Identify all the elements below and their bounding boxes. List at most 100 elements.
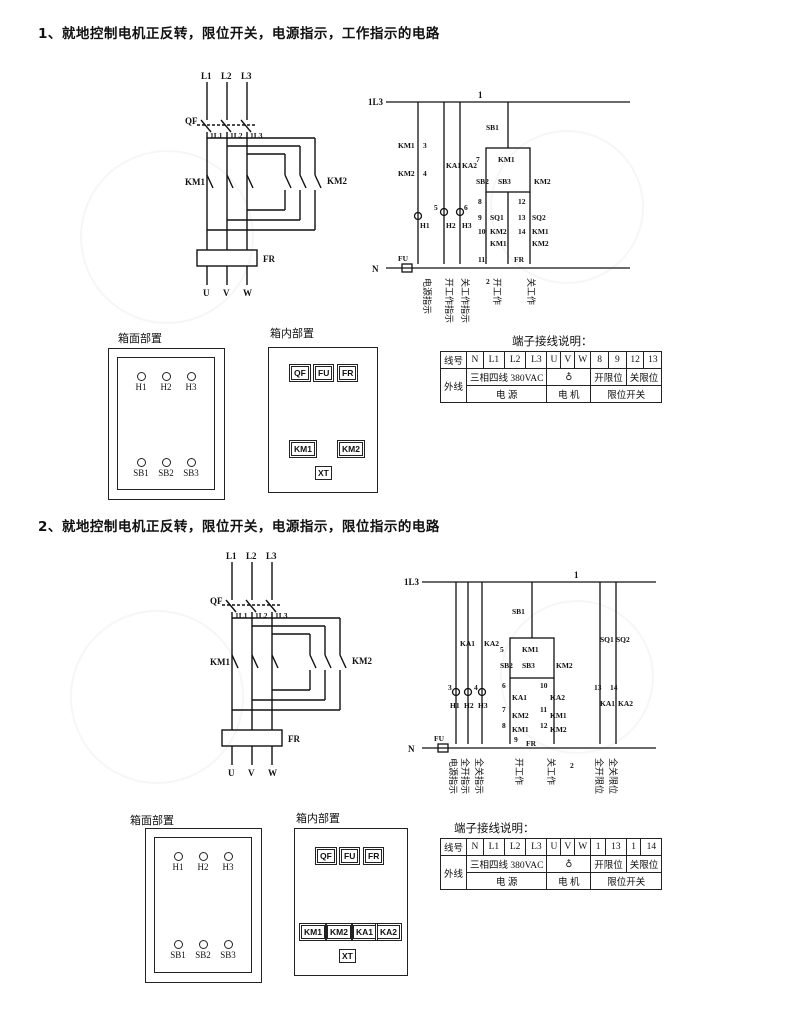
svg-text:H3: H3 — [462, 221, 472, 230]
svg-text:KM1: KM1 — [498, 155, 515, 164]
control-circuit-diagram-1: 1L3 1 N FU KM1 3 KM2 4 KA1 KA2 5 6 H1 H2… — [368, 90, 630, 323]
svg-text:9: 9 — [514, 735, 518, 744]
svg-text:SQ1: SQ1 — [600, 635, 614, 644]
panel-front-title-2: 箱面部置 — [130, 814, 174, 827]
svg-text:KA2: KA2 — [462, 161, 477, 170]
svg-text:KM2: KM2 — [490, 227, 507, 236]
control-circuit-diagram-2: 1L3 1 N FU KA1 KA2 3 4 2 H1 H2 H3 SB1 KM… — [404, 570, 656, 794]
phase-L2: L2 — [221, 71, 232, 81]
svg-text:KA2: KA2 — [484, 639, 499, 648]
sub-phase-2: 1L2 — [230, 131, 243, 140]
svg-text:2: 2 — [570, 761, 574, 770]
svg-text:L1: L1 — [226, 551, 237, 561]
svg-text:SB3: SB3 — [498, 177, 511, 186]
svg-text:KA2: KA2 — [618, 699, 633, 708]
watermark-seal — [490, 130, 644, 284]
svg-text:H3: H3 — [478, 701, 488, 710]
phase-L3: L3 — [241, 71, 252, 81]
panel-front-2: H1 H2 H3 SB1 SB2 SB3 — [145, 828, 262, 983]
svg-text:14: 14 — [518, 227, 526, 236]
svg-text:7: 7 — [476, 155, 480, 164]
svg-text:KA1: KA1 — [460, 639, 475, 648]
watermark-seal — [70, 610, 244, 784]
svg-text:KA1: KA1 — [600, 699, 615, 708]
svg-text:KM1: KM1 — [490, 239, 507, 248]
svg-text:开工作指示: 开工作指示 — [444, 278, 455, 323]
panel-inner-title-1: 箱内部置 — [270, 327, 314, 340]
svg-text:KM2: KM2 — [352, 656, 372, 666]
svg-text:KM2: KM2 — [398, 169, 415, 178]
svg-text:KM2: KM2 — [532, 239, 549, 248]
motor-icon: ♁ — [546, 855, 592, 873]
svg-text:KM1: KM1 — [512, 725, 529, 734]
panel-inner-title-2: 箱内部置 — [296, 812, 340, 825]
fuse-label: FU — [398, 254, 409, 263]
svg-text:KM2: KM2 — [512, 711, 529, 720]
svg-text:全开限位: 全开限位 — [594, 758, 605, 794]
svg-text:L2: L2 — [246, 551, 257, 561]
svg-text:KM1: KM1 — [550, 711, 567, 720]
panel-inner-1: QF FU FR KM1 KM2 XT — [268, 347, 378, 493]
svg-text:SQ2: SQ2 — [616, 635, 630, 644]
neutral-label: N — [372, 264, 379, 274]
svg-text:14: 14 — [610, 683, 618, 692]
motor-icon: ♁ — [546, 368, 592, 386]
svg-text:U: U — [228, 768, 235, 778]
svg-text:H1: H1 — [420, 221, 430, 230]
svg-text:KM1: KM1 — [522, 645, 539, 654]
svg-text:H2: H2 — [464, 701, 474, 710]
output-V: V — [223, 288, 230, 298]
svg-text:FU: FU — [434, 734, 445, 743]
svg-text:6: 6 — [502, 681, 506, 690]
svg-text:关工作: 关工作 — [546, 758, 557, 785]
svg-text:KM1: KM1 — [398, 141, 415, 150]
svg-text:10: 10 — [478, 227, 486, 236]
svg-text:KA2: KA2 — [550, 693, 565, 702]
overload-label: FR — [263, 254, 275, 264]
watermark-seal — [80, 150, 254, 324]
svg-text:FR: FR — [526, 739, 537, 748]
sub-phase-1: 1L1 — [210, 131, 223, 140]
svg-text:电源指示: 电源指示 — [422, 278, 433, 314]
svg-text:SB2: SB2 — [476, 177, 489, 186]
svg-text:V: V — [248, 768, 255, 778]
svg-text:SQ2: SQ2 — [532, 213, 546, 222]
svg-text:全关指示: 全关指示 — [474, 758, 485, 794]
svg-text:1L2: 1L2 — [255, 611, 268, 620]
panel-front-title-1: 箱面部置 — [118, 332, 162, 345]
svg-text:电源指示: 电源指示 — [448, 758, 459, 794]
svg-text:5: 5 — [434, 203, 438, 212]
main-circuit-diagram-2: L1 L2 L3 QF 1L1 1L2 1L3 KM1 KM2 FR U V W — [210, 551, 372, 778]
svg-text:12: 12 — [518, 197, 526, 206]
svg-text:2: 2 — [486, 277, 490, 286]
section-2-title: 2、就地控制电机正反转，限位开关，电源指示，限位指示的电路 — [38, 519, 440, 535]
svg-text:13: 13 — [518, 213, 526, 222]
svg-text:SQ1: SQ1 — [490, 213, 504, 222]
svg-text:13: 13 — [594, 683, 602, 692]
svg-text:1L3: 1L3 — [404, 577, 420, 587]
svg-text:FR: FR — [514, 255, 525, 264]
svg-text:10: 10 — [540, 681, 548, 690]
svg-text:KM2: KM2 — [534, 177, 551, 186]
main-circuit-diagram-1: L1 L2 L3 QF 1L1 1L2 1L3 KM1 KM2 FR U V W — [185, 71, 347, 298]
svg-text:关工作指示: 关工作指示 — [460, 278, 471, 323]
svg-text:H1: H1 — [450, 701, 460, 710]
svg-text:12: 12 — [540, 721, 548, 730]
output-U: U — [203, 288, 210, 298]
panel-inner-2: QF FU FR KM1 KM2 KA1 KA2 XT — [294, 828, 408, 976]
svg-text:3: 3 — [448, 683, 452, 692]
svg-text:KM1: KM1 — [210, 657, 230, 667]
svg-text:7: 7 — [502, 705, 506, 714]
sub-phase-3: 1L3 — [250, 131, 263, 140]
phase-L1: L1 — [201, 71, 212, 81]
svg-text:4: 4 — [474, 683, 478, 692]
svg-text:KM2: KM2 — [550, 725, 567, 734]
breaker-label: QF — [185, 116, 198, 126]
section-1-title: 1、就地控制电机正反转，限位开关，电源指示，工作指示的电路 — [38, 26, 440, 42]
svg-text:SB3: SB3 — [522, 661, 535, 670]
svg-text:3: 3 — [423, 141, 427, 150]
svg-text:W: W — [268, 768, 277, 778]
svg-text:QF: QF — [210, 596, 223, 606]
